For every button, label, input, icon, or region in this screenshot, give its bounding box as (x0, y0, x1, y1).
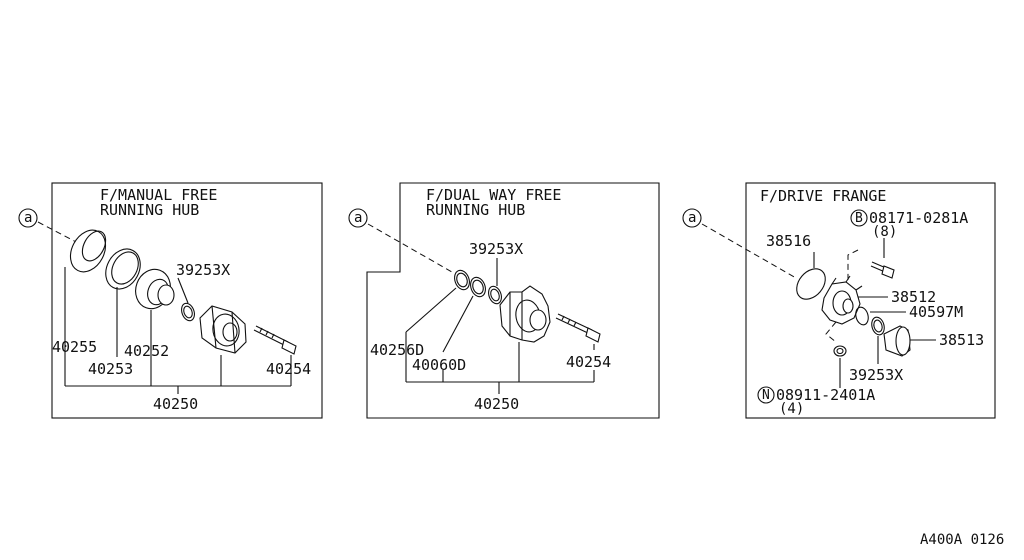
ref-marker-a-icon: a (348, 208, 368, 228)
part-label-40256d: 40256D (370, 341, 424, 359)
panel-flange-frame (745, 182, 996, 419)
svg-text:a: a (354, 210, 362, 226)
panel-dual-frame (366, 182, 660, 419)
panel-manual-title-2: RUNNING HUB (100, 201, 199, 219)
nut-dash-path (825, 321, 837, 343)
panel-manual-title-1: F/MANUAL FREE (100, 186, 217, 204)
panel-flange-title: F/DRIVE FRANGE (760, 187, 886, 205)
leader-40256d (405, 287, 457, 333)
leader-39253x (177, 277, 189, 304)
svg-text:a: a (24, 210, 32, 226)
ref-marker-a-icon: a (682, 208, 702, 228)
part-label-40252: 40252 (124, 342, 169, 360)
snap-ring-39253x-icon (181, 302, 195, 322)
svg-text:B: B (855, 211, 863, 226)
panel-dual-title-2: RUNNING HUB (426, 201, 525, 219)
nut-n-icon (757, 386, 775, 404)
ring-40256d-icon (454, 269, 470, 291)
panel-manual-hub: F/MANUAL FREE RUNNING HUB a (18, 182, 323, 419)
part-label-40255: 40255 (52, 338, 97, 356)
snap-ring-39253x-icon (488, 285, 502, 305)
dual-hub-body-icon (499, 285, 551, 343)
bolt-quantity: (8) (872, 224, 897, 240)
nut-quantity: (4) (779, 401, 804, 417)
part-label-39253x: 39253X (849, 366, 903, 384)
part-label-39253x: 39253X (176, 261, 230, 279)
bolt-b-icon (850, 209, 868, 227)
snap-ring-39253x-icon (871, 316, 885, 336)
flange-bolt-icon (870, 261, 895, 279)
svg-text:N: N (762, 388, 770, 403)
flange-nut-icon (833, 345, 847, 357)
bolt-icon (253, 325, 297, 355)
part-label-40253: 40253 (88, 360, 133, 378)
ring-40253-icon (105, 248, 141, 290)
part-label-38516: 38516 (766, 232, 811, 250)
panel-drive-flange: F/DRIVE FRANGE a B 08171-0281A (8) 38516 (682, 182, 996, 419)
panel-dual-hub: F/DUAL WAY FREE RUNNING HUB a (348, 182, 660, 419)
diagram-code: A400A 0126 (920, 532, 1004, 548)
hub-cap-38513-icon (883, 325, 911, 357)
hub-body-40252-icon (135, 268, 175, 310)
ref-leader-dual (367, 223, 453, 273)
bolt-dash-path (847, 249, 859, 280)
knob-assembly-40254-icon (199, 305, 247, 354)
part-label-38512: 38512 (891, 288, 936, 306)
part-label-40254: 40254 (266, 360, 311, 378)
bolt-icon (555, 313, 601, 343)
nut-part-code: 08911-2401A (776, 386, 875, 404)
seal-40255-icon (69, 229, 107, 273)
ref-leader-flange (701, 223, 797, 279)
drive-flange-38512-icon (821, 275, 863, 325)
gasket-38516-icon (796, 268, 826, 300)
panel-dual-title-1: F/DUAL WAY FREE (426, 186, 561, 204)
nut-callout: N 08911-2401A (4) (757, 386, 875, 417)
part-label-40250: 40250 (153, 395, 198, 413)
bolt-part-code: 08171-0281A (869, 209, 968, 227)
panel-manual-frame (51, 182, 323, 419)
part-label-38513: 38513 (939, 331, 984, 349)
svg-text:a: a (688, 210, 696, 226)
part-label-40250: 40250 (474, 395, 519, 413)
o-ring-40597m-icon (855, 306, 869, 326)
part-label-40254: 40254 (566, 353, 611, 371)
ref-marker-a-icon: a (18, 208, 38, 228)
ref-leader-manual (37, 221, 81, 245)
part-label-40597m: 40597M (909, 303, 963, 321)
part-label-40060d: 40060D (412, 356, 466, 374)
part-label-39253x: 39253X (469, 240, 523, 258)
bolt-callout: B 08171-0281A (8) (850, 209, 968, 240)
ring-40060d-icon (470, 276, 486, 298)
leader-40060d (442, 295, 474, 353)
